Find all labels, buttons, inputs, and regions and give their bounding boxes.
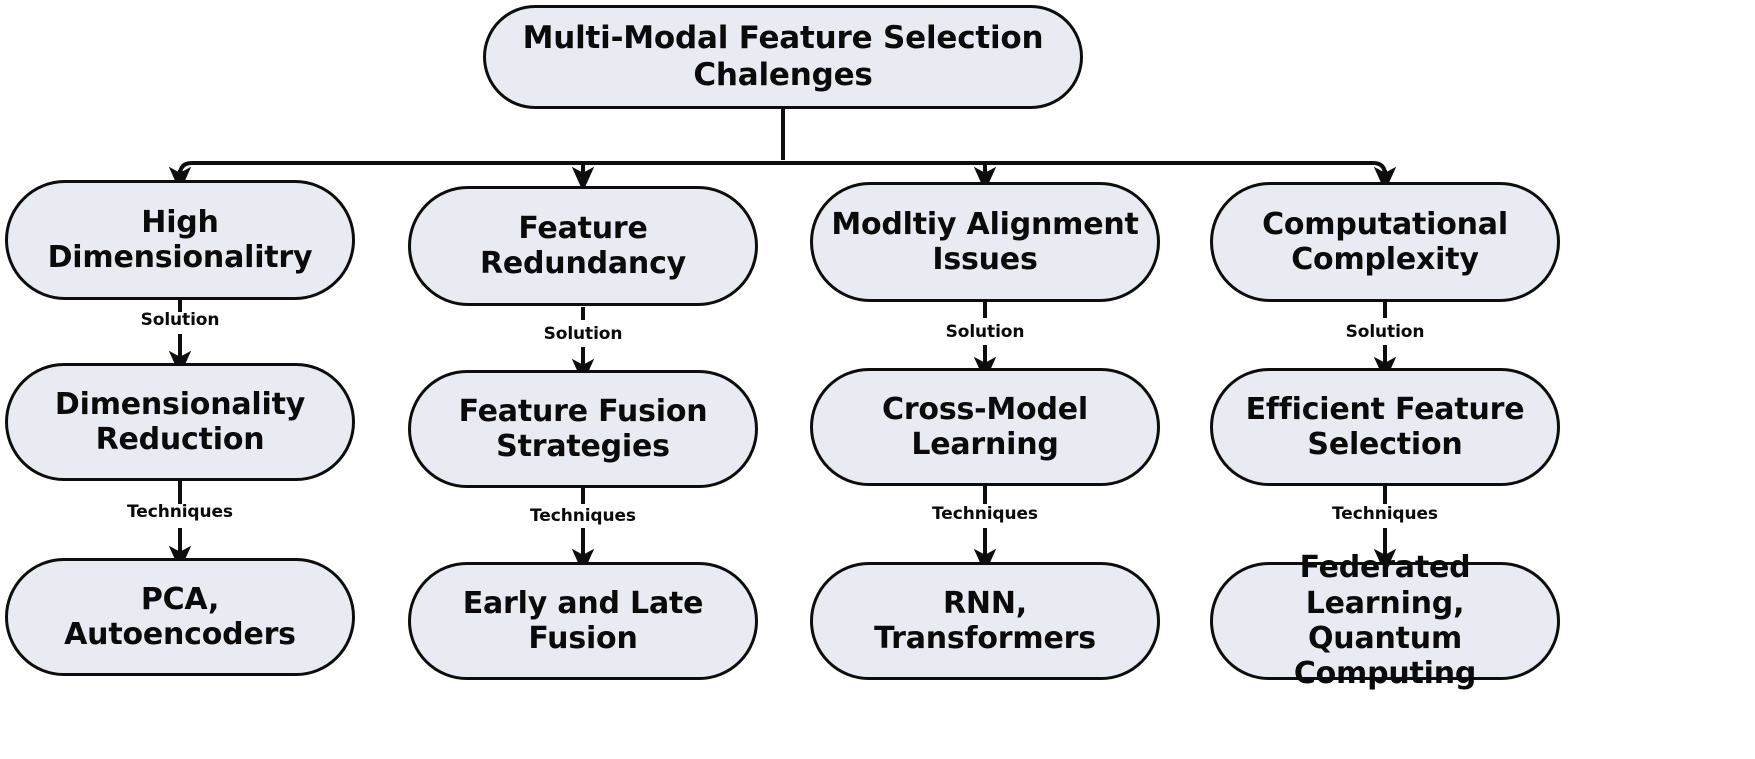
node-challenge-high-dimensionality[interactable]: High Dimensionalitry (5, 180, 355, 300)
node-techniques-federated-quantum[interactable]: Federated Learning, Quantum Computing (1210, 550, 1560, 691)
node-techniques-rnn-transformers[interactable]: RNN, Transformers (810, 562, 1160, 680)
edge-label-techniques-col2: Techniques (530, 506, 636, 526)
edge-label-techniques-col1: Techniques (127, 502, 233, 522)
edge-label-techniques-col3: Techniques (932, 504, 1038, 524)
edge-label-solution-col3: Solution (945, 322, 1025, 342)
node-solution-dimensionality-reduction[interactable]: Dimensionality Reduction (5, 363, 355, 481)
edge-label-solution-col4: Solution (1345, 322, 1425, 342)
node-solution-feature-fusion-strategies[interactable]: Feature Fusion Strategies (408, 370, 758, 488)
node-root[interactable]: Multi-Modal Feature Selection Chalenges (483, 5, 1083, 109)
bus-branch-1 (178, 161, 783, 176)
node-challenge-feature-redundancy[interactable]: Feature Redundancy (408, 186, 758, 306)
node-techniques-early-late-fusion[interactable]: Early and Late Fusion (408, 562, 758, 680)
bus-branch-4 (783, 161, 1387, 176)
node-solution-cross-model-learning[interactable]: Cross-Model Learning (810, 368, 1160, 486)
node-techniques-pca-autoencoders[interactable]: PCA, Autoencoders (5, 558, 355, 676)
node-solution-efficient-feature-selection[interactable]: Efficient Feature Selection (1210, 368, 1560, 486)
node-challenge-modality-alignment[interactable]: Modltiy Alignment Issues (810, 182, 1160, 302)
edge-label-solution-col2: Solution (543, 324, 623, 344)
edge-label-techniques-col4: Techniques (1332, 504, 1438, 524)
edge-label-solution-col1: Solution (140, 310, 220, 330)
node-challenge-computational-complexity[interactable]: Computational Complexity (1210, 182, 1560, 302)
